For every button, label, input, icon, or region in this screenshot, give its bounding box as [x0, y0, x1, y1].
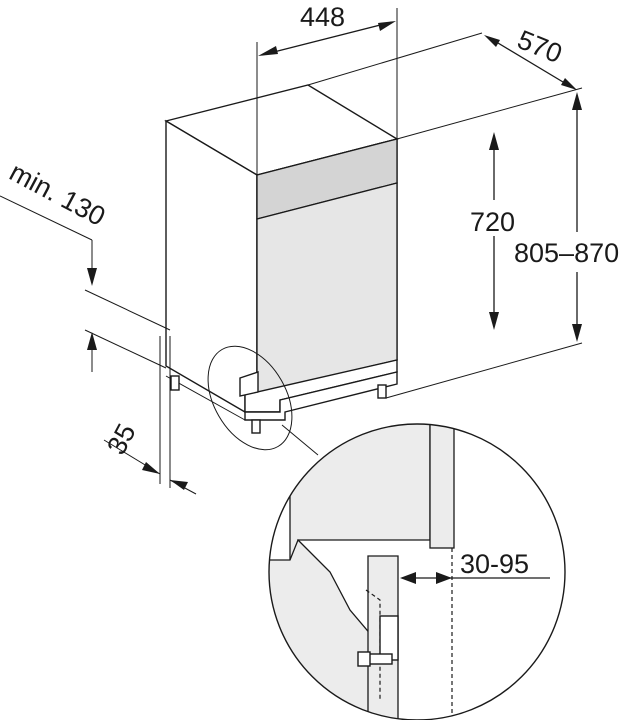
label-panel-range: 30-95	[460, 549, 529, 579]
ext-line-plinth-bottom	[84, 329, 167, 369]
arrow-width-left	[258, 46, 278, 56]
arrow-width-right	[378, 21, 396, 31]
arrow-35-right	[170, 480, 188, 490]
front-door-panel	[256, 182, 398, 394]
leg-front-left	[251, 419, 261, 434]
arrow-plinth-top	[87, 268, 97, 286]
leader-plinth-min	[0, 195, 93, 241]
label-height-range: 805–870	[514, 238, 619, 268]
detail-zoom: 30-95	[268, 423, 566, 720]
arrow-height-bottom	[572, 324, 582, 342]
label-bg-niche-height	[468, 200, 528, 236]
arrow-height-top	[572, 92, 582, 110]
arrow-depth-bottom	[561, 78, 577, 90]
dim-line-width	[261, 21, 393, 56]
detail-leader	[281, 424, 319, 456]
dishwasher-body	[164, 84, 399, 434]
arrow-plinth-bottom	[87, 332, 97, 350]
arrow-niche-bottom	[489, 312, 499, 330]
arrow-depth-top	[484, 35, 500, 47]
ext-line-height-bottom	[385, 342, 583, 399]
ext-line-depth-top	[307, 32, 483, 86]
dim-line-depth	[487, 36, 574, 89]
leg-rear-left	[170, 375, 180, 391]
ext-line-plinth-top	[84, 289, 171, 331]
dim-height-range: 805–870	[385, 87, 636, 399]
ext-line-height-top	[396, 87, 583, 140]
dim-plinth-min: min. 130	[0, 157, 171, 372]
leg-front-right	[377, 384, 387, 399]
dim-depth: 570	[307, 24, 577, 90]
plinth-hidden-edge	[365, 589, 381, 700]
label-plinth-depth: 35	[101, 419, 142, 460]
arrow-panel-right	[436, 572, 452, 584]
label-plinth-min: min. 130	[5, 157, 111, 232]
door-panel-strip	[429, 424, 455, 549]
label-width: 448	[300, 2, 345, 32]
label-bg-height-range	[512, 232, 636, 272]
label-niche-height: 720	[470, 207, 515, 237]
toe-kick-recess	[239, 371, 259, 397]
arrow-panel-left	[400, 572, 416, 584]
detail-marker-circle	[207, 345, 293, 451]
plinth-screw-head	[357, 651, 371, 667]
label-depth: 570	[513, 24, 566, 69]
arrow-niche-top	[489, 132, 499, 150]
dim-width: 448	[256, 2, 398, 210]
dim-niche-height: 720	[468, 132, 528, 330]
arrow-35-left	[142, 462, 160, 474]
plinth-clip	[367, 653, 393, 665]
detail-border	[268, 423, 566, 720]
